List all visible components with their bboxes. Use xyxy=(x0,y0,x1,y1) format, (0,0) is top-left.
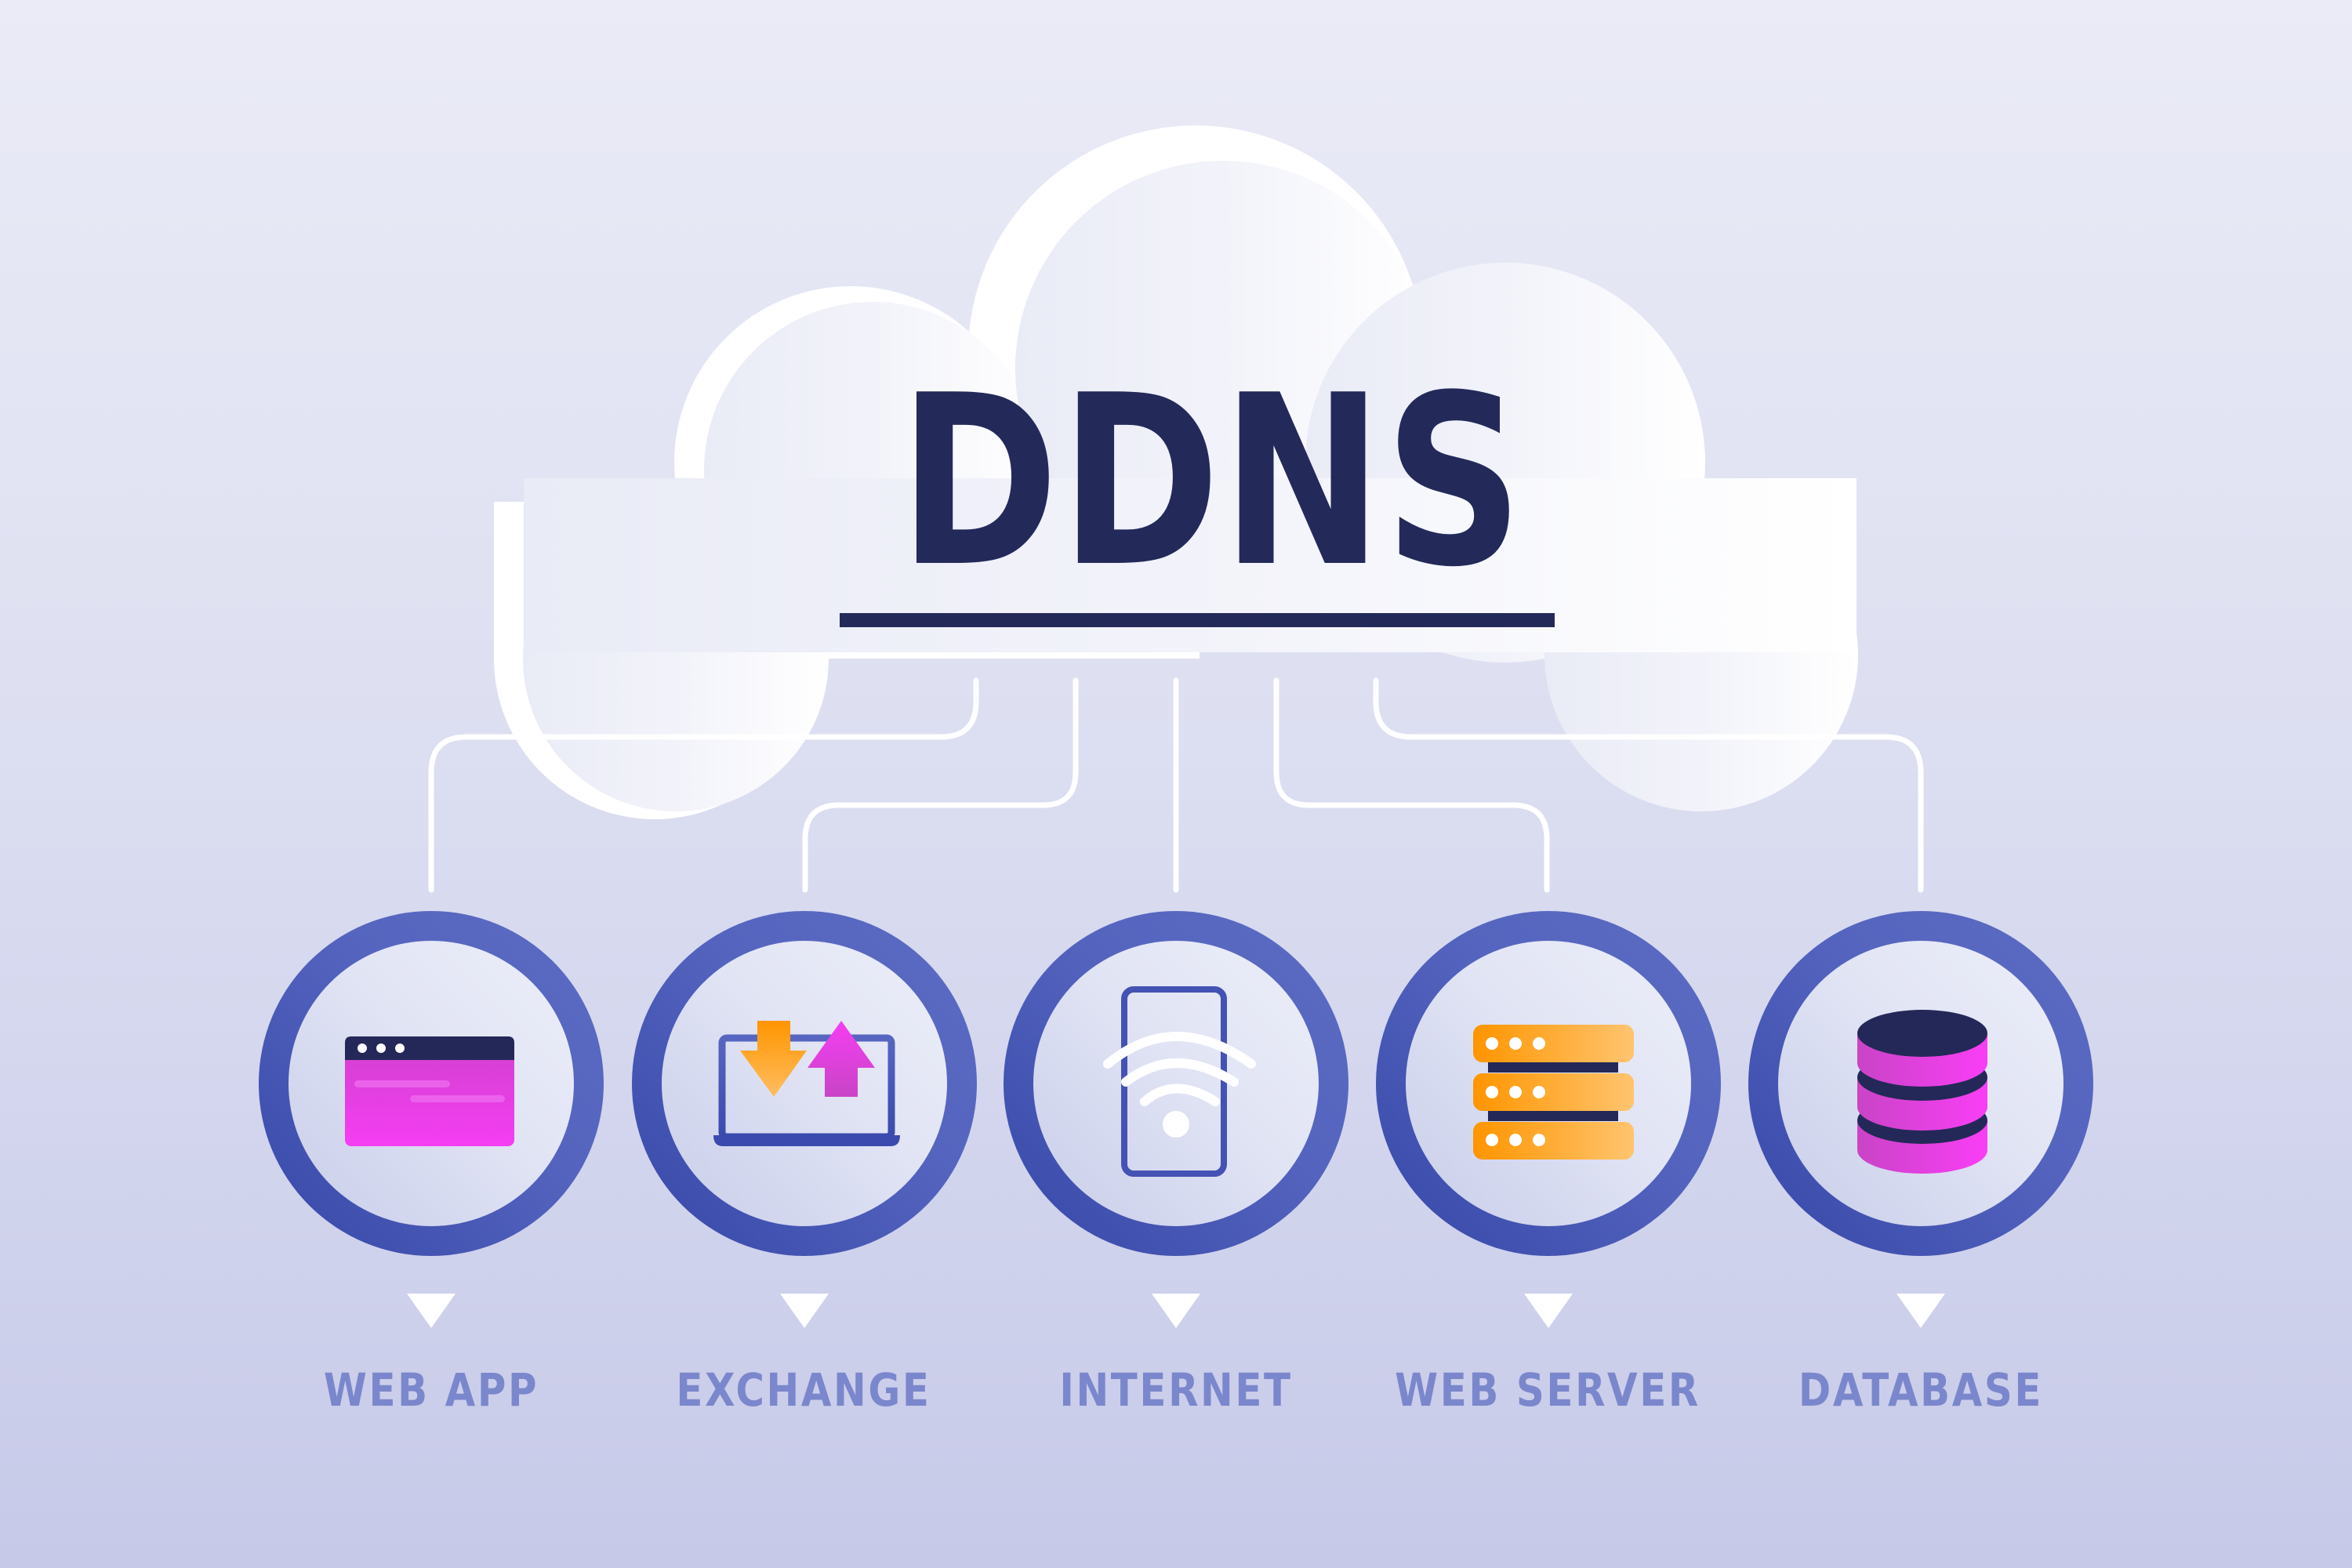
node-disc xyxy=(662,941,947,1226)
node-web-app xyxy=(259,911,604,1256)
node-web-server xyxy=(1376,911,1721,1256)
pointer-triangle-icon xyxy=(1896,1294,1945,1328)
label-internet: INTERNET xyxy=(1059,1363,1293,1417)
label-database: DATABASE xyxy=(1798,1363,2044,1417)
connector-lines xyxy=(428,677,1924,893)
node-internet xyxy=(1004,911,1348,1256)
connector-exchange xyxy=(802,677,1079,893)
label-web-app: WEB APP xyxy=(323,1363,539,1417)
node-exchange xyxy=(632,911,977,1256)
node-database xyxy=(1748,911,2093,1256)
laptop-transfer-icon xyxy=(713,1021,900,1146)
page-title: DDNS xyxy=(898,345,1525,619)
label-web-server: WEB SERVER xyxy=(1395,1363,1700,1417)
database-icon xyxy=(1857,1010,1987,1174)
browser-window-icon xyxy=(345,1036,514,1146)
connector-web-app xyxy=(428,677,979,893)
pointer-triangle-icon xyxy=(1152,1294,1200,1328)
download-arrow xyxy=(740,1021,807,1097)
phone-wifi-icon xyxy=(1103,986,1256,1177)
server-rack-icon xyxy=(1473,1025,1634,1160)
label-exchange: EXCHANGE xyxy=(676,1363,931,1417)
title-underline xyxy=(840,613,1555,627)
pointer-triangle-icon xyxy=(407,1294,456,1328)
upload-arrow xyxy=(808,1021,875,1097)
pointer-triangle-icon xyxy=(1524,1294,1573,1328)
connector-web-server xyxy=(1273,677,1550,893)
pointer-triangle-icon xyxy=(780,1294,829,1328)
connector-database xyxy=(1373,677,1924,893)
